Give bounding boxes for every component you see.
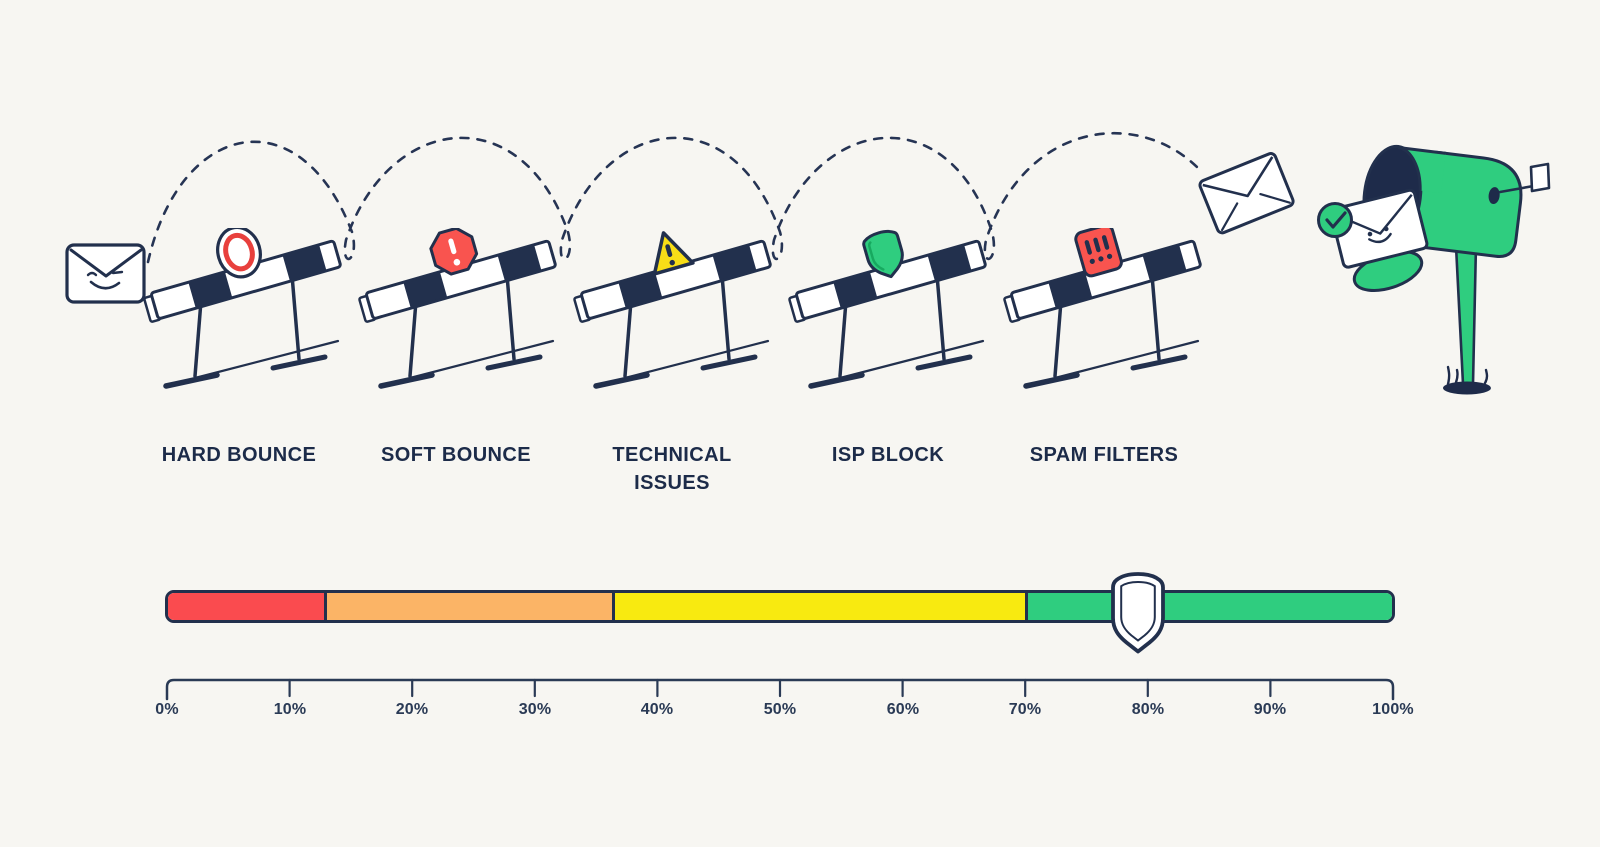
- gauge-segment-red: [168, 593, 324, 620]
- mailbox-icon: [1317, 144, 1551, 395]
- gauge-segment-orange: [323, 593, 613, 620]
- hurdle-hard-bounce: [142, 228, 352, 398]
- incoming-envelope-icon: [1198, 152, 1295, 235]
- hurdle-spam-filters: [1002, 228, 1212, 398]
- gauge-segment-green: [1024, 593, 1392, 620]
- axis-tick-label-10: 10%: [273, 701, 307, 718]
- shield-icon: [862, 230, 904, 279]
- axis-tick-label-40: 40%: [640, 701, 674, 718]
- warning-triangle-icon: [652, 231, 695, 276]
- hurdle-label-isp-block: ISP BLOCK: [831, 444, 945, 466]
- mailbox-flag: [1529, 162, 1551, 193]
- axis-tick-label-70: 70%: [1008, 701, 1042, 718]
- smiling-envelope-icon: [65, 243, 146, 304]
- deliverability-gauge-bar: [165, 590, 1395, 623]
- mailbox-post: [1454, 242, 1478, 386]
- axis-tick-label-60: 60%: [886, 701, 920, 718]
- axis-tick-label-50: 50%: [763, 701, 797, 718]
- axis-tick-label-20: 20%: [395, 701, 429, 718]
- axis-tick-label-90: 90%: [1253, 701, 1287, 718]
- octagon-exclamation-icon: [429, 228, 479, 276]
- gauge-axis: [165, 678, 1395, 701]
- hurdle-isp-block: [787, 228, 997, 398]
- grass-icon: [1446, 365, 1489, 387]
- hurdle-legs: [163, 273, 340, 389]
- axis-tick-label-0: 0%: [155, 701, 179, 718]
- hurdle-label-hard-bounce: HARD BOUNCE: [161, 444, 317, 466]
- gauge-marker-shield[interactable]: [1109, 570, 1167, 658]
- hurdle-soft-bounce: [357, 228, 567, 398]
- hurdle-technical-issues: [572, 228, 782, 398]
- check-badge-icon: [1317, 202, 1353, 238]
- axis-tick-label-80: 80%: [1131, 701, 1165, 718]
- hurdle-legs: [593, 273, 770, 389]
- axis-tick-label-30: 30%: [518, 701, 552, 718]
- mailbox-knob: [1488, 187, 1500, 205]
- gauge-segment-yellow: [612, 593, 1025, 620]
- hurdle-legs: [1023, 273, 1200, 389]
- hurdle-label-spam-filters: SPAM FILTERS: [1029, 444, 1179, 466]
- mailbox-hood: [1398, 147, 1446, 194]
- mailbox-shadow: [1443, 381, 1491, 395]
- hurdle-legs: [808, 273, 985, 389]
- axis-tick-label-100: 100%: [1372, 701, 1414, 718]
- spam-exclamations-icon: [1074, 228, 1123, 278]
- hurdle-label-technical-issues: TECHNICAL ISSUES: [612, 444, 732, 494]
- blocked-ring-icon: [216, 228, 262, 279]
- hurdle-legs: [378, 273, 555, 389]
- hurdle-label-soft-bounce: SOFT BOUNCE: [381, 444, 531, 466]
